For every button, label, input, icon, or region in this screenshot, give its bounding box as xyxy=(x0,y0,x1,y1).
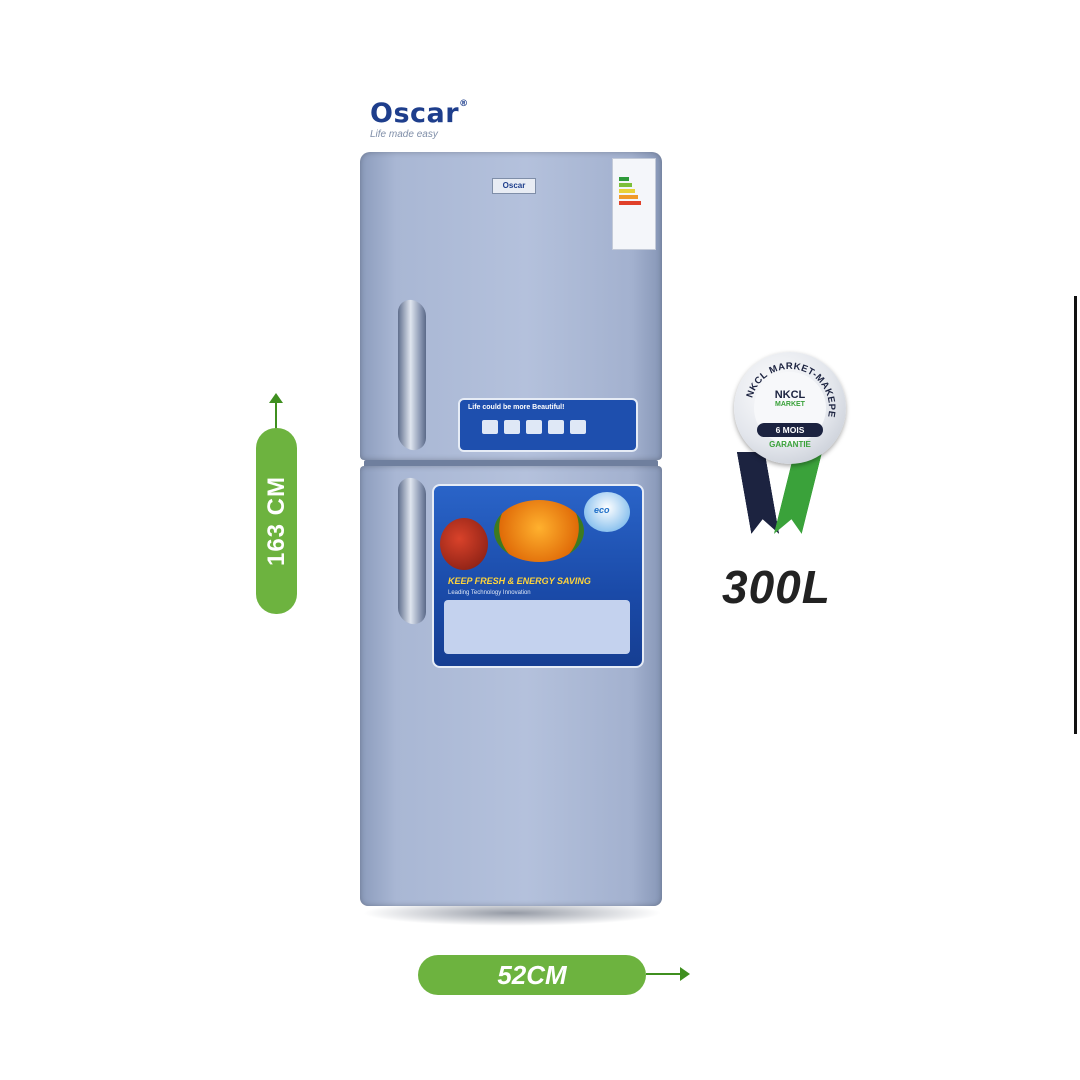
registered-mark: ® xyxy=(459,99,469,109)
arrow-right-icon xyxy=(680,967,690,981)
feature-cell xyxy=(570,420,586,434)
tomato-image xyxy=(440,518,488,570)
strip-text: Life could be more Beautiful! xyxy=(468,404,565,411)
brand-name: Oscar xyxy=(370,98,460,129)
orange-image xyxy=(494,500,584,562)
badge-logo: NKCL MARKET xyxy=(758,389,822,409)
width-label: 52CM xyxy=(497,960,567,990)
door-divider xyxy=(364,460,658,468)
promo-sticker: eco KEEP FRESH & ENERGY SAVING Leading T… xyxy=(432,484,644,668)
arrow-up-icon xyxy=(269,393,283,403)
width-pill xyxy=(418,955,646,995)
ribbon-navy xyxy=(737,452,779,534)
sticker-title: KEEP FRESH & ENERGY SAVING xyxy=(448,576,591,586)
feature-cell xyxy=(526,420,542,434)
feature-cell xyxy=(504,420,520,434)
freezer-handle xyxy=(398,298,426,452)
edge-rule xyxy=(1074,296,1077,734)
badge-logo-main: NKCL xyxy=(774,389,806,401)
ribbon-green xyxy=(774,452,822,534)
height-pill xyxy=(256,428,297,614)
feature-cell xyxy=(548,420,564,434)
eco-label: eco xyxy=(594,505,610,515)
fridge-handle xyxy=(398,476,426,626)
height-arrow-line xyxy=(275,402,277,432)
warranty-duration: 6 MOIS xyxy=(757,423,823,437)
energy-label xyxy=(612,158,656,250)
badge-logo-sub: MARKET xyxy=(775,401,805,408)
feature-strip: Life could be more Beautiful! xyxy=(458,398,638,452)
warranty-label: GARANTIE xyxy=(769,440,811,449)
eco-badge: eco xyxy=(584,492,630,532)
height-dimension: 163 CM xyxy=(256,428,297,614)
sticker-subtitle: Leading Technology Innovation xyxy=(448,590,531,596)
height-label: 163 CM xyxy=(262,475,290,567)
capacity-label: 300L xyxy=(722,561,831,613)
door-logo: Oscar xyxy=(492,178,536,194)
feature-cell xyxy=(482,420,498,434)
brand-tagline: Life made easy xyxy=(370,129,438,140)
feature-panel xyxy=(444,600,630,654)
brand-logo: Oscar® Life made easy xyxy=(370,98,469,141)
width-arrow-line xyxy=(646,973,682,975)
